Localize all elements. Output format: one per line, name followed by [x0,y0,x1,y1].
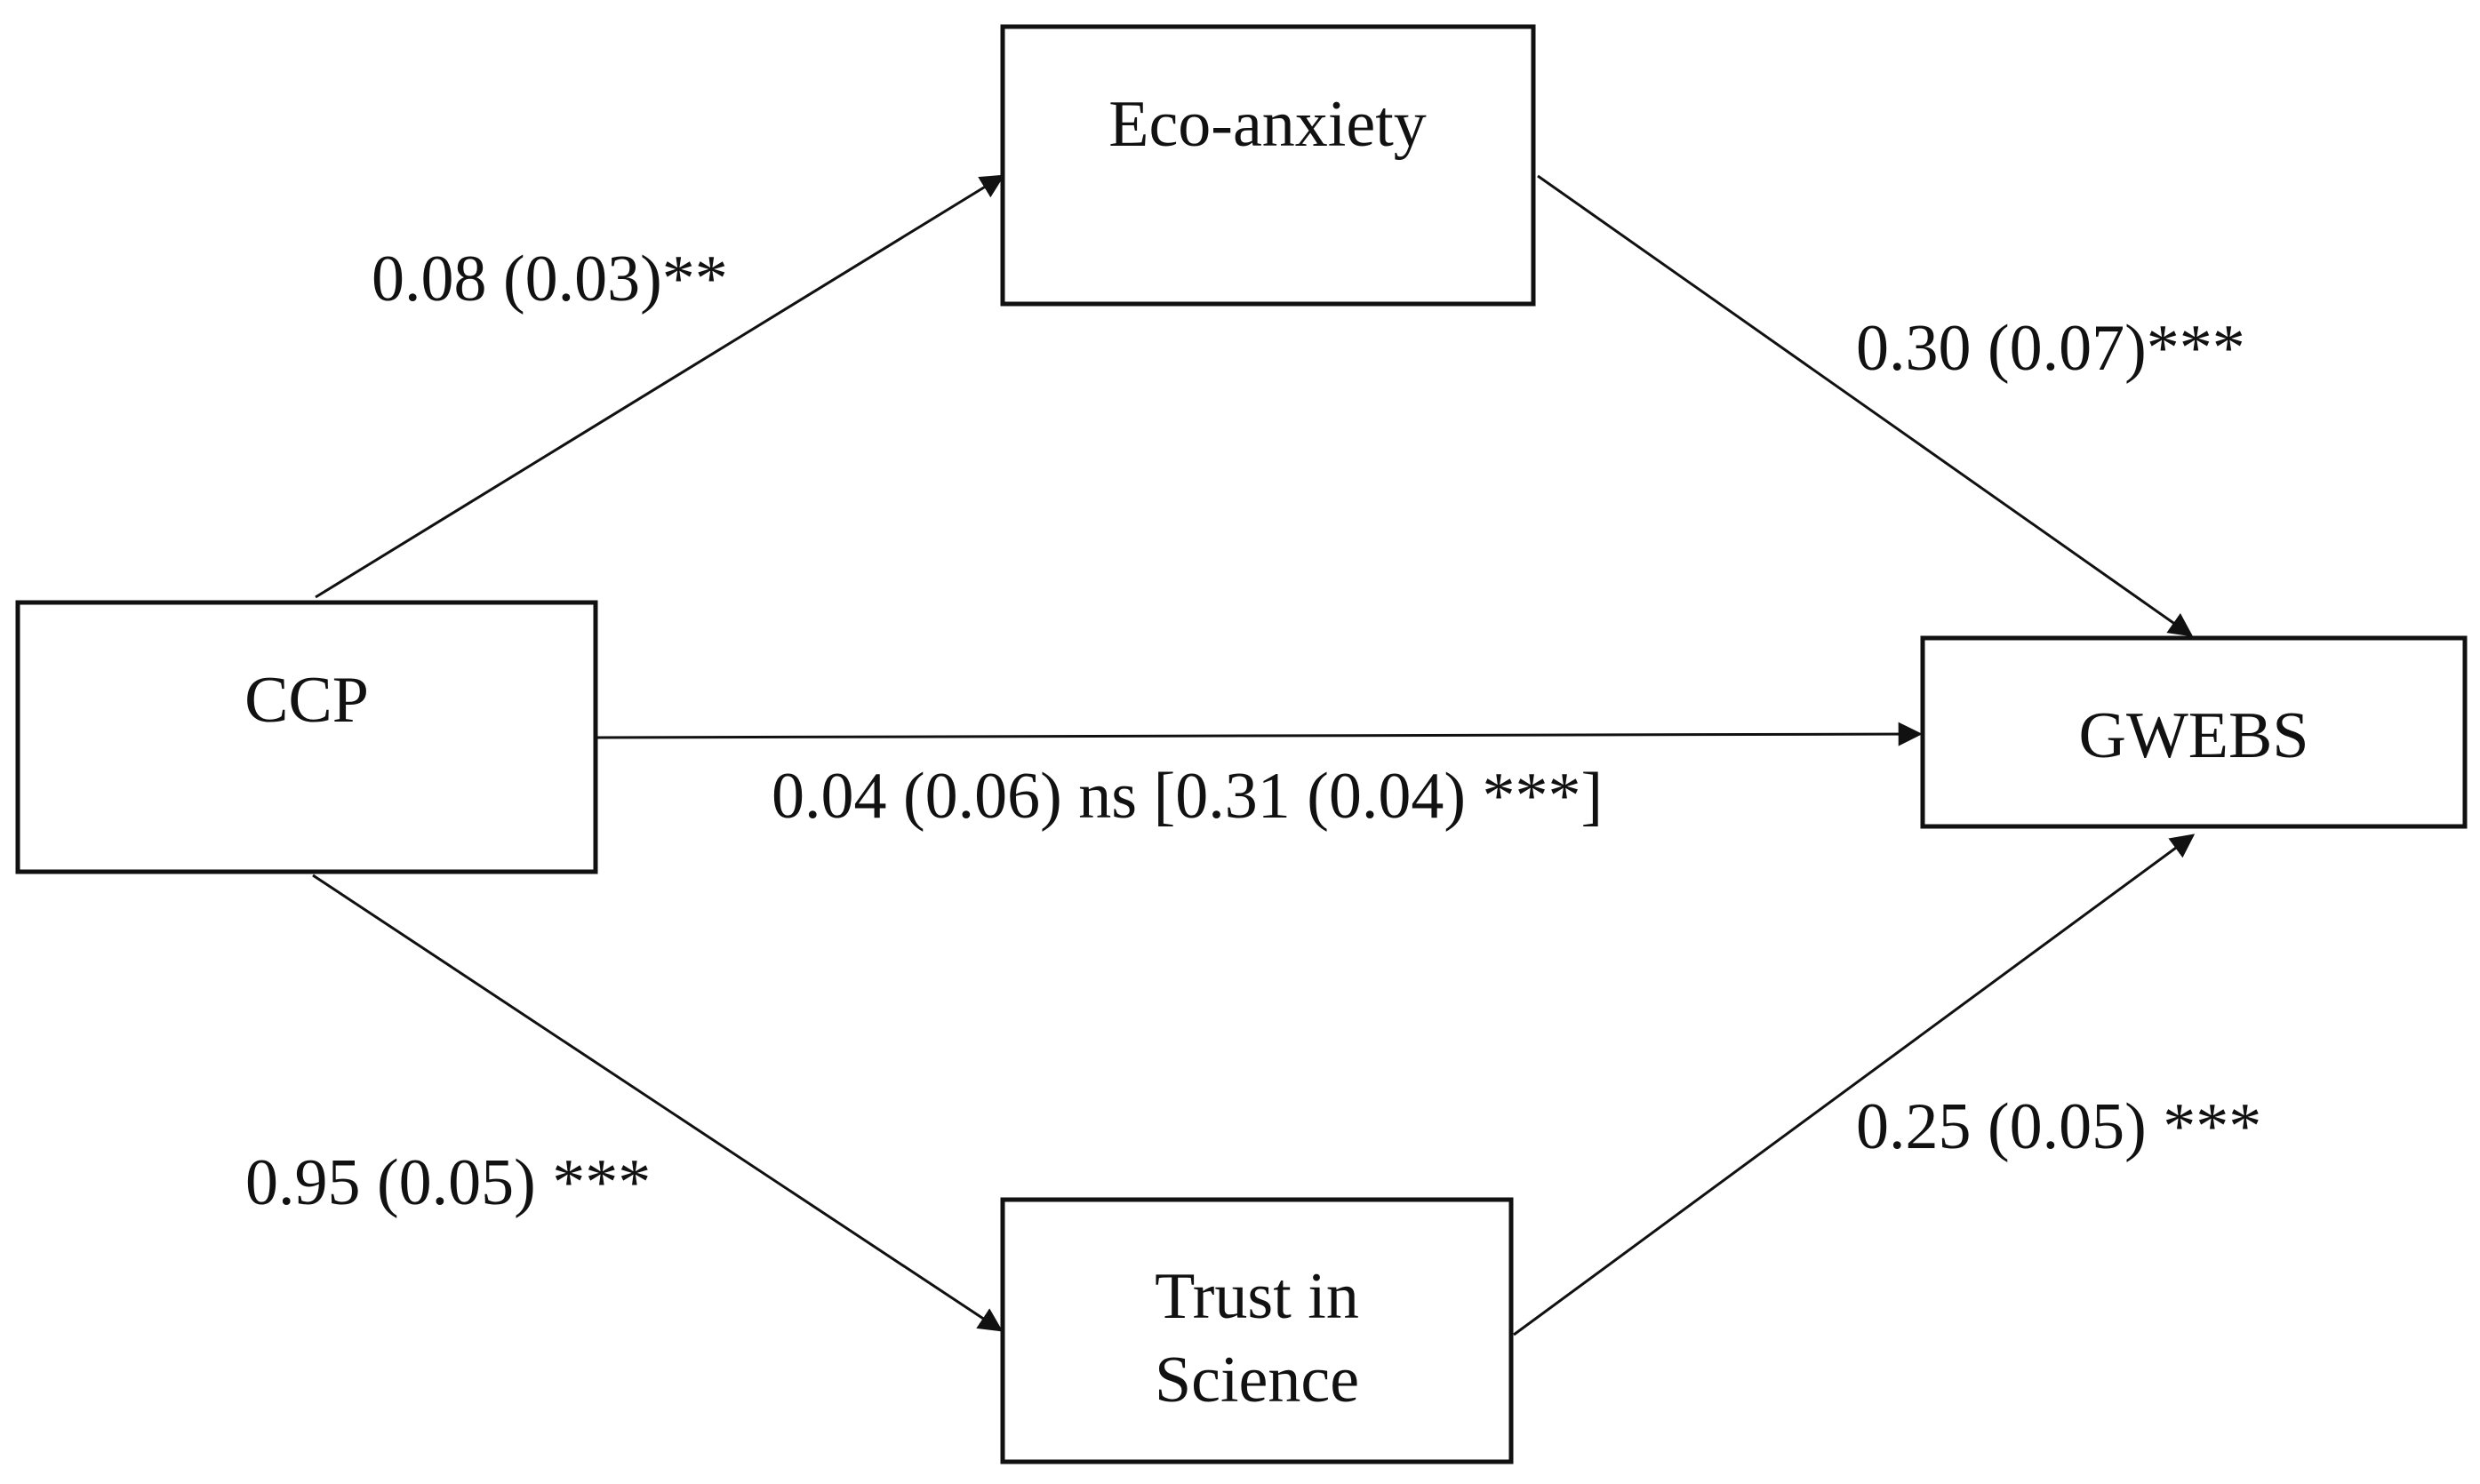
node-trust-in-science-label-line1: Trust in [1155,1260,1359,1333]
node-eco-anxiety-box [1000,24,1536,307]
node-trust-in-science: Trust in Science [1000,1197,1514,1464]
node-eco-anxiety-label: Eco-anxiety [1108,88,1427,161]
node-ccp: CCP [15,600,598,874]
edge-label-trust-in-science-to-gwebs: 0.25 (0.05) *** [1856,1090,2261,1163]
node-gwebs-label: GWEBS [2079,699,2309,772]
node-ccp-box [15,600,598,874]
edge-label-ccp-to-gwebs: 0.04 (0.06) ns [0.31 (0.04) ***] [772,760,1603,833]
arrow-ccp-to-trust-in-science [312,874,1004,1332]
node-trust-in-science-label-line2: Science [1155,1344,1359,1416]
arrow-eco-anxiety-to-gwebs [1537,174,2194,637]
arrow-ccp-to-gwebs [596,722,1923,746]
arrow-trust-in-science-to-gwebs [1513,834,2196,1336]
node-trust-in-science-box [1000,1197,1514,1464]
edge-label-ccp-to-eco-anxiety: 0.08 (0.03)** [372,243,728,315]
node-ccp-label: CCP [244,664,369,737]
edge-label-eco-anxiety-to-gwebs: 0.30 (0.07)*** [1856,312,2245,385]
node-gwebs: GWEBS [1920,635,2468,829]
edge-label-ccp-to-trust-in-science: 0.95 (0.05) *** [245,1146,651,1219]
node-eco-anxiety: Eco-anxiety [1000,24,1536,307]
node-gwebs-box [1920,635,2468,829]
arrow-ccp-to-eco-anxiety [315,174,1005,599]
